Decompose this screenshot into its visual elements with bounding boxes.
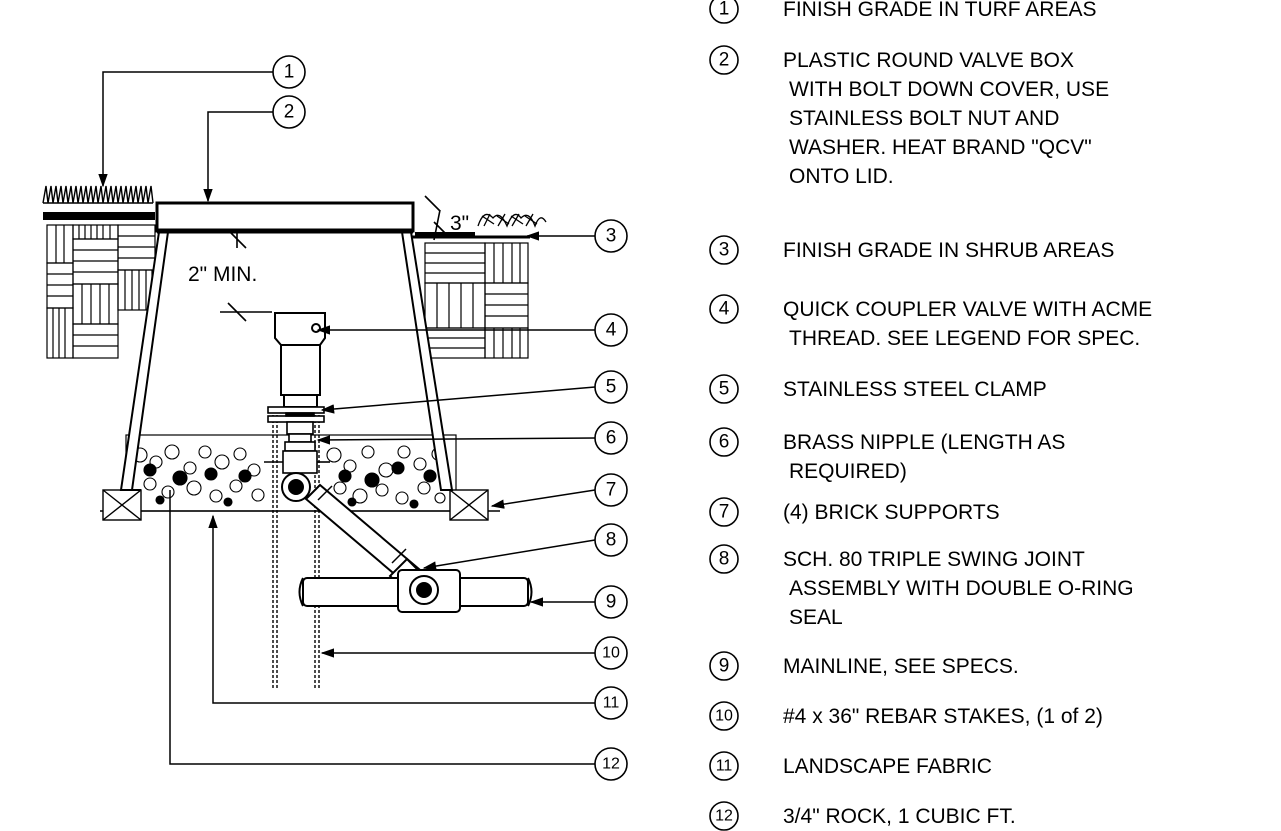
legend-number: 9 — [719, 656, 730, 677]
legend-item-5: 5 STAINLESS STEEL CLAMP — [709, 374, 1047, 404]
legend-number: 1 — [719, 0, 730, 20]
callout-2: 2 — [284, 102, 295, 123]
callout-12: 12 — [602, 756, 620, 773]
legend-text-line: FINISH GRADE IN SHRUB AREAS — [783, 239, 1114, 262]
mainline-pipe — [298, 569, 533, 613]
legend-text-line: FINISH GRADE IN TURF AREAS — [783, 0, 1097, 21]
legend-bubble — [709, 0, 739, 24]
legend-bubble — [709, 801, 739, 831]
legend-text-line: #4 x 36" REBAR STAKES, (1 of 2) — [783, 705, 1103, 728]
quick-coupler-valve — [274, 312, 326, 408]
callout-6: 6 — [606, 428, 617, 449]
legend-text-line: REQUIRED) — [789, 460, 907, 483]
legend-bubble — [709, 427, 739, 457]
legend-text-line: WITH BOLT DOWN COVER, USE — [789, 78, 1109, 101]
legend-item-4: 4 QUICK COUPLER VALVE WITH ACME THREAD. SE… — [709, 294, 1152, 350]
legend-number: 3 — [719, 240, 730, 261]
legend-item-8: 8 SCH. 80 TRIPLE SWING JOINT ASSEMBLY WITH… — [709, 544, 1134, 629]
legend-bubble — [709, 374, 739, 404]
brass-nipple — [264, 421, 330, 474]
callout-7: 7 — [606, 480, 617, 501]
legend-text-line: STAINLESS BOLT NUT AND — [789, 107, 1059, 130]
legend-text-line: STAINLESS STEEL CLAMP — [783, 378, 1047, 401]
legend-item-3: 3 FINISH GRADE IN SHRUB AREAS — [709, 235, 1114, 265]
legend-number: 10 — [715, 708, 733, 725]
legend-bubble — [709, 544, 739, 574]
legend-bubble — [709, 235, 739, 265]
shrub-plants — [477, 213, 547, 228]
legend-text-line: LANDSCAPE FABRIC — [783, 755, 992, 778]
min-depth-dimension: 2" MIN. — [188, 263, 257, 286]
legend-number: 4 — [719, 299, 730, 320]
legend-text-line: WASHER. HEAT BRAND "QCV" — [789, 136, 1092, 159]
turf-grass — [42, 185, 154, 204]
brick-support-right — [449, 489, 489, 521]
legend-text-line: ASSEMBLY WITH DOUBLE O-RING — [789, 577, 1134, 600]
callout-3: 3 — [606, 226, 617, 247]
legend: 1 FINISH GRADE IN TURF AREAS 2 PLASTIC ROUN… — [709, 0, 1152, 831]
legend-item-2: 2 PLASTIC ROUND VALVE BOX WITH BOLT DOWN C… — [709, 45, 1109, 188]
legend-item-9: 9 MAINLINE, SEE SPECS. — [709, 651, 1019, 681]
legend-text-line: QUICK COUPLER VALVE WITH ACME — [783, 298, 1152, 321]
legend-text-line: PLASTIC ROUND VALVE BOX — [783, 49, 1074, 72]
dimension-marks — [220, 195, 450, 322]
legend-text-line: BRASS NIPPLE (LENGTH AS — [783, 431, 1065, 454]
legend-number: 7 — [719, 502, 730, 523]
callout-4: 4 — [606, 320, 617, 341]
callout-1: 1 — [284, 62, 295, 83]
legend-text-line: 3/4" ROCK, 1 CUBIC FT. — [783, 805, 1016, 828]
legend-bubble — [709, 751, 739, 781]
callout-11: 11 — [603, 695, 620, 712]
legend-bubble — [709, 701, 739, 731]
callout-9: 9 — [606, 592, 617, 613]
top-clearance-dimension: 3" — [450, 212, 469, 235]
soil-right — [424, 242, 529, 359]
callout-bubbles — [272, 55, 628, 781]
stainless-clamp — [267, 406, 325, 423]
turf-finish-grade — [43, 212, 155, 220]
legend-text-line: SCH. 80 TRIPLE SWING JOINT — [783, 548, 1085, 571]
legend-bubble — [709, 497, 739, 527]
legend-bubble — [709, 294, 739, 324]
legend-number: 5 — [719, 379, 730, 400]
legend-text-line: (4) BRICK SUPPORTS — [783, 501, 1000, 524]
legend-text-line: SEAL — [789, 606, 843, 629]
legend-text-line: THREAD. SEE LEGEND FOR SPEC. — [789, 327, 1140, 350]
legend-number: 6 — [719, 432, 730, 453]
legend-text-line: ONTO LID. — [789, 165, 894, 188]
legend-item-12: 12 3/4" ROCK, 1 CUBIC FT. — [709, 801, 1016, 831]
legend-item-11: 11 LANDSCAPE FABRIC — [709, 751, 992, 781]
legend-item-10: 10 #4 x 36" REBAR STAKES, (1 of 2) — [709, 701, 1103, 731]
rock-aggregate — [132, 444, 446, 509]
legend-text-line: MAINLINE, SEE SPECS. — [783, 655, 1019, 678]
leader-lines — [98, 71, 596, 765]
valve-box-lid — [155, 201, 415, 233]
legend-number: 8 — [719, 549, 730, 570]
legend-bubble — [709, 45, 739, 75]
legend-item-1: 1 FINISH GRADE IN TURF AREAS — [709, 0, 1097, 24]
legend-item-6: 6 BRASS NIPPLE (LENGTH AS REQUIRED) — [709, 427, 1065, 483]
shrub-grade-fill — [415, 232, 475, 238]
legend-number: 12 — [715, 808, 733, 825]
callout-10: 10 — [602, 645, 620, 662]
legend-item-7: 7 (4) BRICK SUPPORTS — [709, 497, 1000, 527]
brick-support-left — [102, 489, 142, 521]
callout-8: 8 — [606, 530, 617, 551]
callout-5: 5 — [606, 377, 617, 398]
legend-bubble — [709, 651, 739, 681]
soil-left — [46, 224, 156, 359]
legend-number: 11 — [716, 758, 733, 775]
legend-number: 2 — [719, 50, 730, 71]
